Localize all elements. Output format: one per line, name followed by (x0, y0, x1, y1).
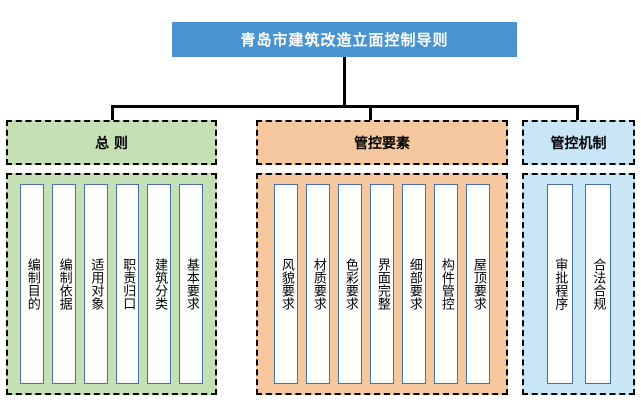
group-mechanism-header-label: 管控机制 (550, 135, 607, 152)
leaf-label: 色彩要求 (342, 258, 358, 310)
group-general-header-label: 总 则 (95, 135, 128, 152)
leaf-label: 建筑分类 (152, 258, 168, 310)
connector-horizontal-bus (111, 105, 579, 108)
leaf-label: 适用对象 (88, 258, 104, 310)
leaf-label: 合法合规 (590, 258, 606, 310)
group-mechanism-body: 审批程序 合法合规 (522, 173, 635, 395)
leaf-item[interactable]: 风貌要求 (274, 184, 298, 384)
leaf-item[interactable]: 建筑分类 (147, 184, 172, 384)
group-elements-body: 风貌要求 材质要求 色彩要求 界面完整 细部要求 构件管控 屋顶要求 (256, 173, 508, 395)
leaf-label: 界面完整 (374, 258, 390, 310)
root-node: 青岛市建筑改造立面控制导则 (172, 22, 517, 57)
leaf-label: 材质要求 (310, 258, 326, 310)
leaf-label: 审批程序 (552, 258, 568, 310)
leaf-label: 职责归口 (120, 258, 136, 310)
leaf-item[interactable]: 基本要求 (179, 184, 203, 384)
connector-drop-general (111, 105, 114, 122)
group-general-header: 总 则 (6, 120, 217, 165)
leaf-item[interactable]: 审批程序 (546, 184, 573, 384)
leaf-item[interactable]: 材质要求 (306, 184, 330, 384)
leaf-item[interactable]: 色彩要求 (338, 184, 362, 384)
leaf-item[interactable]: 适用对象 (83, 184, 108, 384)
leaf-item[interactable]: 屋顶要求 (466, 184, 490, 384)
leaf-label: 屋顶要求 (470, 258, 486, 310)
group-elements-header: 管控要素 (256, 120, 508, 165)
connector-drop-mechanism (576, 105, 579, 122)
connector-drop-elements (369, 105, 372, 122)
leaf-item[interactable]: 界面完整 (370, 184, 394, 384)
leaf-item[interactable]: 编制目的 (20, 184, 44, 384)
group-elements-header-label: 管控要素 (354, 135, 410, 152)
leaf-label: 构件管控 (438, 258, 454, 310)
leaf-label: 编制依据 (56, 258, 72, 310)
leaf-label: 基本要求 (183, 258, 199, 310)
leaf-item[interactable]: 编制依据 (51, 184, 76, 384)
leaf-label: 编制目的 (24, 258, 40, 310)
leaf-item[interactable]: 细部要求 (402, 184, 426, 384)
leaf-label: 细部要求 (406, 258, 422, 310)
leaf-item[interactable]: 职责归口 (115, 184, 140, 384)
root-title: 青岛市建筑改造立面控制导则 (240, 31, 449, 49)
leaf-label: 风貌要求 (278, 258, 294, 310)
leaf-item[interactable]: 构件管控 (434, 184, 458, 384)
group-general-body: 编制目的 编制依据 适用对象 职责归口 建筑分类 基本要求 (6, 173, 217, 395)
group-mechanism-header: 管控机制 (522, 120, 635, 165)
connector-root-stem (343, 57, 346, 105)
leaf-item[interactable]: 合法合规 (584, 184, 611, 384)
